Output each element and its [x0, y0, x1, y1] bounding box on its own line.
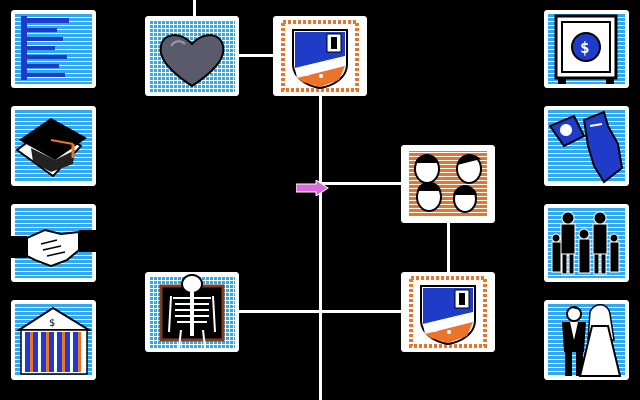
connector-family-crest — [447, 220, 450, 272]
family-crest-icon[interactable] — [401, 272, 495, 352]
document-icon[interactable] — [11, 10, 96, 88]
pointing-hand-icon[interactable] — [544, 106, 629, 186]
family-group-icon[interactable] — [544, 204, 629, 282]
connector-xray-trunk — [239, 310, 319, 313]
connector-trunk-crest — [322, 310, 402, 313]
selection-arrow-icon[interactable] — [295, 179, 330, 197]
heart-health-icon[interactable] — [145, 16, 239, 96]
svg-text:$: $ — [49, 318, 55, 329]
graduation-cap-icon[interactable] — [11, 106, 96, 186]
xray-skeleton-icon[interactable] — [145, 272, 239, 352]
wedding-couple-icon[interactable] — [544, 300, 629, 380]
bank-building-icon[interactable]: $ — [11, 300, 96, 380]
connector-arrow-family — [322, 182, 402, 185]
svg-text:$: $ — [580, 38, 590, 57]
connector-heart-crest — [239, 54, 275, 57]
handshake-icon[interactable] — [11, 204, 96, 282]
family-crest-icon[interactable] — [273, 16, 367, 96]
safe-money-icon[interactable]: $ — [544, 10, 629, 88]
connector-trunk — [319, 94, 322, 400]
family-faces-icon[interactable] — [401, 145, 495, 223]
connector-top — [193, 0, 196, 16]
